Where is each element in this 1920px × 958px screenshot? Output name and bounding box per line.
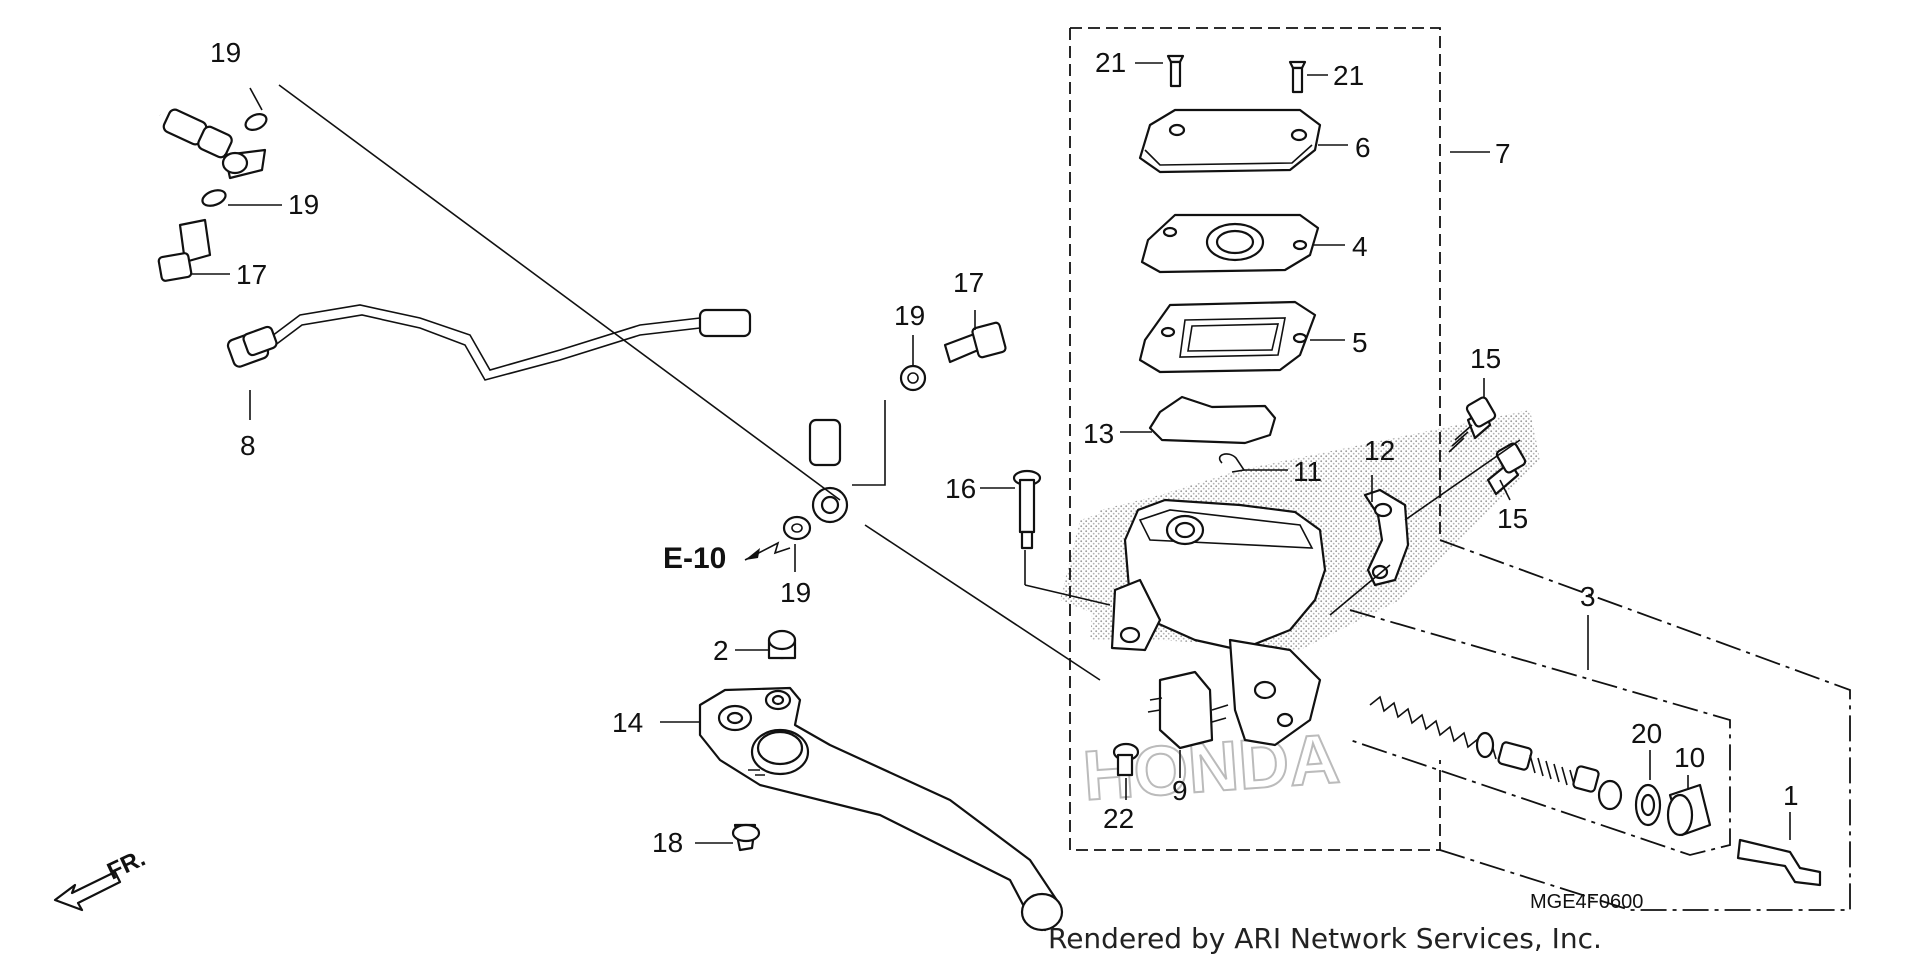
callout-10[interactable]: 10 — [1674, 742, 1705, 773]
callout-14[interactable]: 14 — [612, 707, 643, 738]
callout-22[interactable]: 22 — [1103, 803, 1134, 834]
assembly-box-3 — [1349, 539, 1851, 911]
callout-21[interactable]: 21 — [1333, 60, 1364, 91]
washer-19-group — [201, 113, 927, 541]
callout-19[interactable]: 19 — [288, 189, 319, 220]
callout-17[interactable]: 17 — [236, 259, 267, 290]
callout-12[interactable]: 12 — [1364, 435, 1395, 466]
hose-8 — [84, 103, 849, 524]
master-cylinder-body — [980, 378, 1527, 800]
callout-15[interactable]: 15 — [1470, 343, 1501, 374]
callout-19[interactable]: 19 — [780, 577, 811, 608]
callout-17[interactable]: 17 — [953, 267, 984, 298]
callout-20[interactable]: 20 — [1631, 718, 1662, 749]
leader-lines-left — [190, 84, 1101, 681]
reservoir-parts — [1120, 54, 1490, 473]
callout-19[interactable]: 19 — [894, 300, 925, 331]
front-direction-arrow: FR. — [53, 845, 150, 912]
assembly-box-7 — [1069, 27, 1441, 851]
diagram-code: MGE4F0600 — [1530, 891, 1643, 913]
callout-4[interactable]: 4 — [1352, 231, 1368, 262]
callout-8[interactable]: 8 — [240, 430, 256, 461]
bolt-17-group — [157, 218, 1007, 364]
callout-19[interactable]: 19 — [210, 37, 241, 68]
lever-14-group — [660, 629, 1064, 932]
callout-13[interactable]: 13 — [1083, 418, 1114, 449]
callout-15[interactable]: 15 — [1497, 503, 1528, 534]
callout-1[interactable]: 1 — [1783, 780, 1799, 811]
callout-6[interactable]: 6 — [1355, 132, 1371, 163]
callout-5[interactable]: 5 — [1352, 327, 1368, 358]
callout-7[interactable]: 7 — [1495, 138, 1511, 169]
callout-11[interactable]: 11 — [1293, 456, 1322, 487]
callout-2[interactable]: 2 — [713, 635, 729, 666]
reference-e10-label[interactable]: E-10 — [663, 542, 726, 575]
piston-assembly-3 — [1369, 615, 1822, 887]
callout-16[interactable]: 16 — [945, 473, 976, 504]
callout-9[interactable]: 9 — [1172, 775, 1188, 806]
callout-labels: 19 19 17 8 17 19 19 2 14 18 16 21 21 6 7… — [210, 37, 1799, 858]
reference-e10[interactable]: E-10 — [663, 541, 791, 575]
callout-3[interactable]: 3 — [1580, 581, 1596, 612]
callout-18[interactable]: 18 — [652, 827, 683, 858]
callout-21[interactable]: 21 — [1095, 47, 1126, 78]
credit-text: Rendered by ARI Network Services, Inc. — [1048, 922, 1602, 955]
